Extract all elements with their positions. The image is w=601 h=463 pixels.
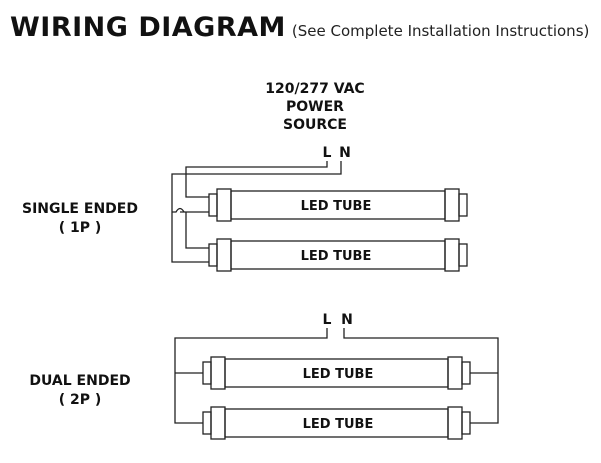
dual-ended-label: DUAL ENDED ( 2P ): [10, 372, 150, 410]
single-ended-wiring: L N LED TUBE LED TUBE: [171, 145, 468, 272]
single-tube-2-right-cap: [444, 238, 460, 272]
single-tube-2: LED TUBE: [208, 238, 468, 272]
power-source-voltage: 120/277 VAC: [265, 81, 365, 97]
single-ended-title: SINGLE ENDED: [22, 201, 138, 217]
single-tube-1-left-pins: [208, 193, 218, 217]
dual-tube-2-right-pins: [461, 411, 471, 435]
single-tube-2-right-pins: [458, 243, 468, 267]
dual-tube-1-right-pins: [461, 361, 471, 385]
dual-terminal-l: L: [323, 312, 332, 328]
diagram-title: WIRING DIAGRAM (See Complete Installation…: [10, 12, 589, 43]
single-tube-1-right-pins: [458, 193, 468, 217]
single-terminal-n: N: [339, 145, 351, 161]
power-source-label: 120/277 VAC POWER SOURCE: [255, 80, 375, 134]
dual-ended-wiring: L N LED TUBE LED TUBE: [174, 312, 499, 440]
dual-tube-1-label: LED TUBE: [303, 367, 374, 382]
single-ended-pin-count: ( 1P ): [58, 220, 102, 236]
single-tube-1-label: LED TUBE: [301, 199, 372, 214]
single-branch-wire-lower: [185, 212, 209, 249]
dual-tube-2-right-cap: [447, 406, 463, 440]
dual-ended-title: DUAL ENDED: [29, 373, 131, 389]
single-neutral-wire: [171, 161, 342, 263]
dual-tube-1: LED TUBE: [202, 356, 471, 390]
single-ended-label: SINGLE ENDED ( 1P ): [10, 200, 150, 238]
single-tube-2-left-pins: [208, 243, 218, 267]
dual-tube-2-left-cap: [210, 406, 226, 440]
dual-ended-pin-count: ( 2P ): [58, 392, 102, 408]
dual-tube-2: LED TUBE: [202, 406, 471, 440]
dual-neutral-wire: [343, 328, 499, 424]
single-tube-1-left-cap: [216, 188, 232, 222]
single-tube-1-right-cap: [444, 188, 460, 222]
dual-tube-2-label: LED TUBE: [303, 417, 374, 432]
dual-tube-2-left-pins: [202, 411, 212, 435]
dual-tube-1-right-cap: [447, 356, 463, 390]
dual-tube-1-left-cap: [210, 356, 226, 390]
single-tube-2-label: LED TUBE: [301, 249, 372, 264]
dual-line-wire: [174, 328, 328, 424]
single-terminal-l: L: [323, 145, 332, 161]
single-crossover: [172, 207, 185, 213]
power-source-caption: POWER SOURCE: [283, 99, 347, 133]
dual-terminal-n: N: [341, 312, 353, 328]
title-subtitle: (See Complete Installation Instructions): [291, 22, 590, 40]
single-line-wire: [185, 161, 328, 198]
title-main: WIRING DIAGRAM: [10, 12, 286, 43]
single-tube-2-left-cap: [216, 238, 232, 272]
dual-tube-1-left-pins: [202, 361, 212, 385]
single-tube-1: LED TUBE: [208, 188, 468, 222]
